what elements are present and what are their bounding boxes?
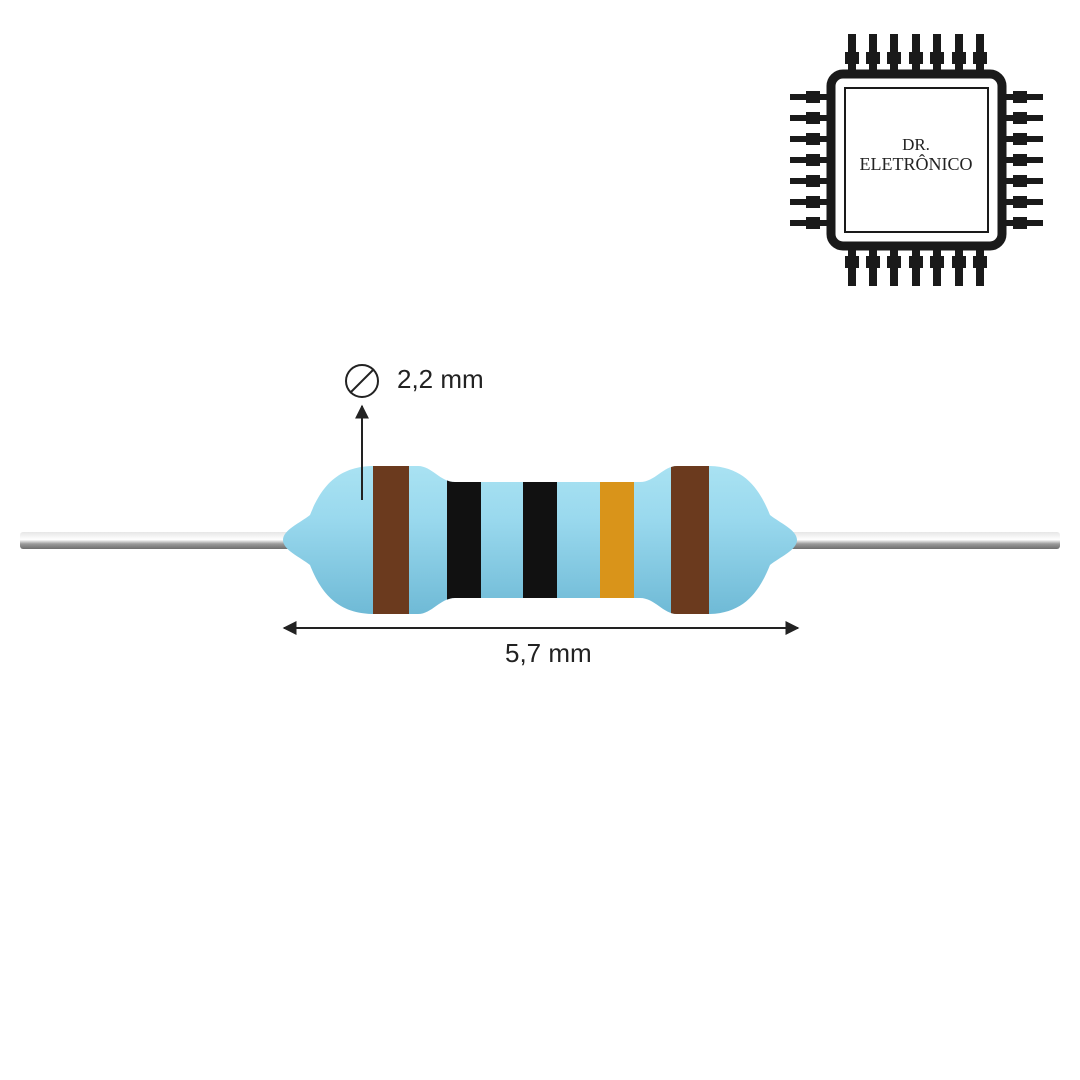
diameter-label: 2,2 mm: [397, 364, 484, 394]
band-5-brown: [671, 466, 709, 614]
chip-pin-left-pad-3: [806, 133, 820, 145]
band-1-brown: [373, 466, 409, 614]
left-lead: [20, 532, 300, 549]
chip-pin-bottom-pad-5: [930, 256, 944, 268]
chip-pin-bottom-pad-3: [887, 256, 901, 268]
chip-pin-top-pad-7: [973, 52, 987, 64]
chip-pin-bottom-pad-6: [952, 256, 966, 268]
chip-pin-bottom-pad-7: [973, 256, 987, 268]
chip-pin-top-pad-2: [866, 52, 880, 64]
color-bands: [373, 466, 709, 614]
chip-pin-top-pad-1: [845, 52, 859, 64]
chip-pin-bottom-pad-1: [845, 256, 859, 268]
microchip-icon: DR. ELETRÔNICO: [790, 34, 1043, 286]
band-2-black: [447, 466, 481, 614]
chip-pin-left-pad-6: [806, 196, 820, 208]
chip-pin-right-pad-6: [1013, 196, 1027, 208]
band-4-orange: [600, 466, 634, 614]
logo-line-1: DR.: [902, 135, 930, 154]
chip-pin-left-pad-2: [806, 112, 820, 124]
chip-pin-top-pad-6: [952, 52, 966, 64]
chip-pin-left-pad-1: [806, 91, 820, 103]
chip-pin-right-pad-5: [1013, 175, 1027, 187]
right-lead: [780, 532, 1060, 549]
chip-pin-right-pad-7: [1013, 217, 1027, 229]
chip-pin-top-pad-5: [930, 52, 944, 64]
chip-pin-top-pad-4: [909, 52, 923, 64]
chip-pin-right-pad-1: [1013, 91, 1027, 103]
chip-pin-right-pad-2: [1013, 112, 1027, 124]
chip-pin-top-pad-3: [887, 52, 901, 64]
logo-line-2: ELETRÔNICO: [860, 153, 973, 174]
chip-pin-bottom-pad-2: [866, 256, 880, 268]
chip-pin-left-pad-7: [806, 217, 820, 229]
chip-pin-left-pad-5: [806, 175, 820, 187]
diameter-icon: [345, 364, 379, 398]
chip-pin-bottom-pad-4: [909, 256, 923, 268]
length-label: 5,7 mm: [505, 638, 592, 668]
chip-pin-right-pad-3: [1013, 133, 1027, 145]
chip-pin-right-pad-4: [1013, 154, 1027, 166]
chip-pin-left-pad-4: [806, 154, 820, 166]
band-3-black: [523, 466, 557, 614]
